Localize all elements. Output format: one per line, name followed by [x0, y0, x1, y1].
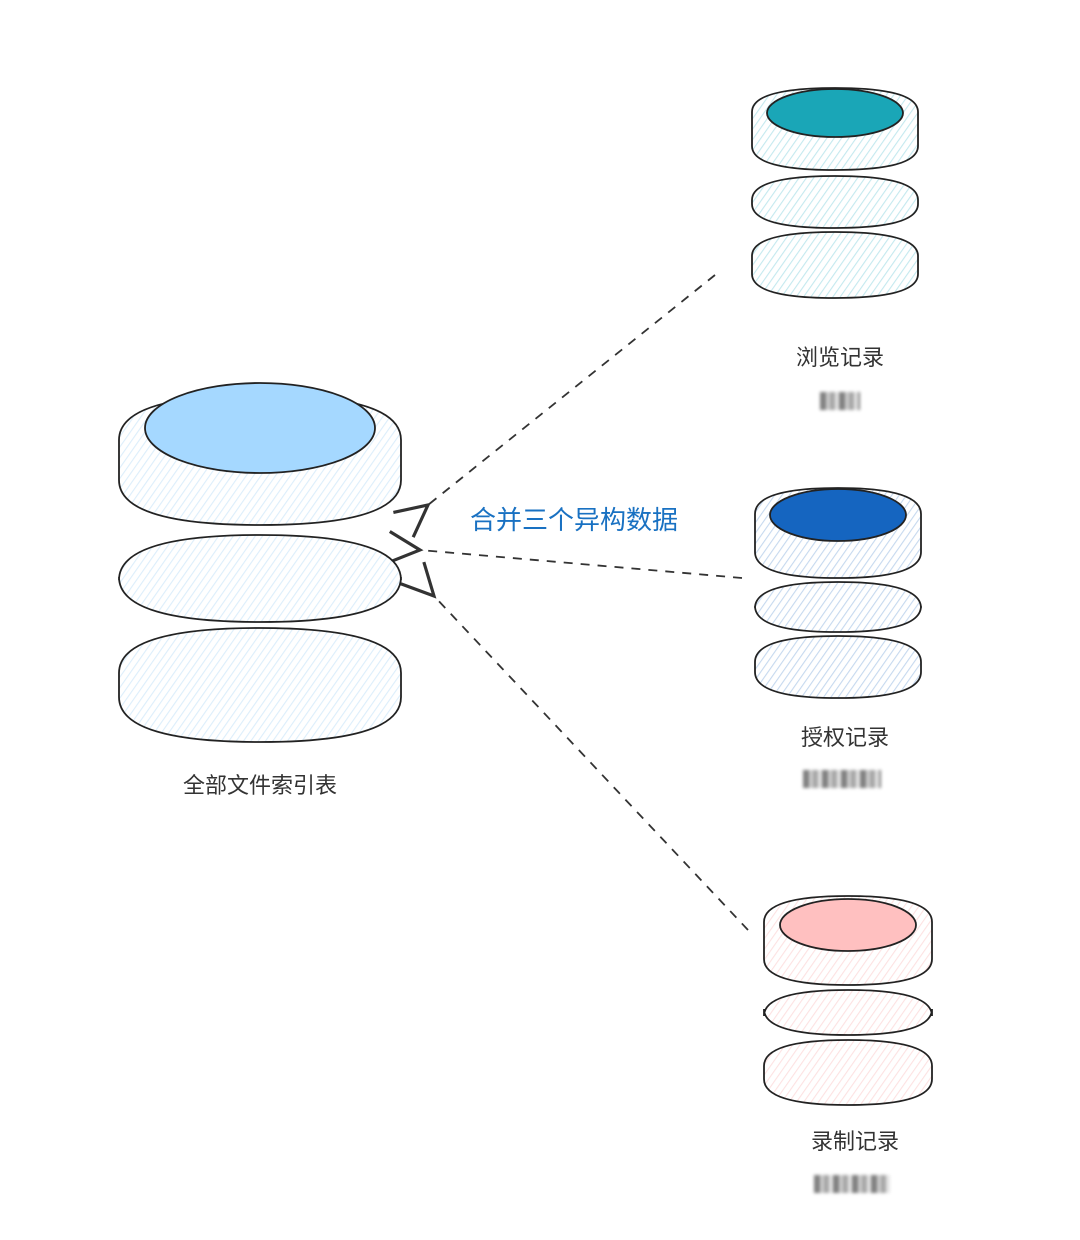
cylinder-top: [779, 898, 917, 952]
source-db-label-browse: 浏览记录: [795, 346, 885, 371]
source-db-label-auth: 授权记录: [800, 726, 890, 751]
cylinder-segment: [754, 635, 922, 699]
source-database-record: [763, 895, 933, 1106]
cylinder-segment: [118, 534, 402, 623]
cylinder-top: [769, 488, 907, 542]
source-db-label-record: 录制记录: [810, 1130, 900, 1155]
cylinder-top: [144, 382, 376, 474]
cylinder-segment: [751, 175, 919, 229]
cylinder-segment: [763, 989, 933, 1036]
cylinder-segment: [751, 231, 919, 299]
merge-label: 合并三个异构数据: [470, 506, 679, 536]
redacted-count: [814, 1175, 890, 1193]
target-db-label: 全部文件索引表: [182, 774, 338, 799]
merge-arrow: [393, 274, 716, 538]
merge-arrow: [400, 561, 749, 931]
cylinder-segment: [763, 1039, 933, 1106]
source-database-browse: [751, 87, 919, 299]
merge-arrow: [386, 530, 743, 579]
source-database-auth: [754, 487, 922, 699]
redacted-count: [820, 392, 860, 410]
target-database: [118, 382, 402, 743]
redacted-count: [803, 770, 881, 788]
cylinder-segment: [754, 581, 922, 633]
cylinder-segment: [118, 627, 402, 743]
cylinder-top: [766, 88, 904, 138]
